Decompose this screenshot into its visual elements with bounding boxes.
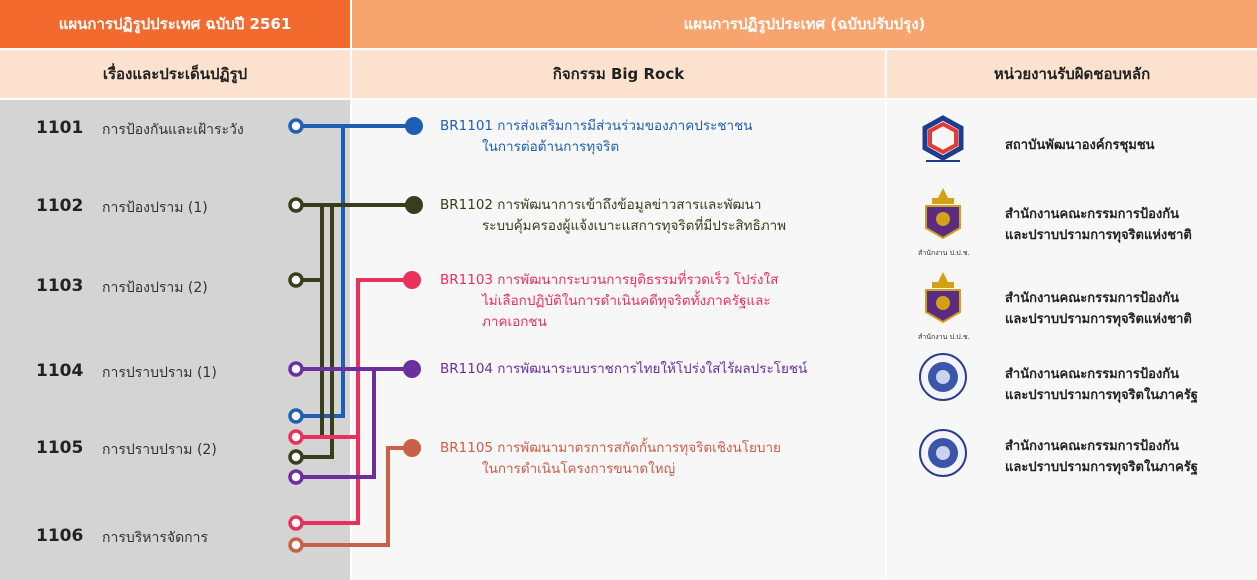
bigrock-line: ไม่เลือกปฏิบัติในการดำเนินคดีทุจริตทั้งภ…	[482, 293, 771, 309]
nacc-logo-caption: สำนักงาน ป.ป.ช.	[918, 249, 970, 257]
topic-label: การปราบปราม (1)	[102, 365, 217, 381]
topic-label: การบริหารจัดการ	[102, 530, 209, 546]
bigrock-line: ในการต่อต้านการทุจริต	[482, 139, 620, 155]
agency-line: และปราบปรามการทุจริตแห่งชาติ	[1005, 228, 1192, 243]
pacc-seal-icon	[919, 429, 967, 477]
bigrock-br1104: BR1104 การพัฒนาระบบราชการไทยให้โปร่งใสไร…	[440, 359, 807, 380]
agency-codi: สถาบันพัฒนาองค์กรชุมชน	[1005, 135, 1155, 156]
agency-line: สำนักงานคณะกรรมการป้องกัน	[1005, 439, 1179, 454]
agency-line: สำนักงานคณะกรรมการป้องกัน	[1005, 367, 1179, 382]
column-header-agency-label: หน่วยงานรับผิดชอบหลัก	[993, 65, 1151, 83]
topic-label: การป้องปราม (2)	[102, 280, 208, 296]
topic-label: การป้องปราม (1)	[102, 200, 208, 216]
agency-line: และปราบปรามการทุจริตในภาครัฐ	[1005, 460, 1198, 475]
connector-red-1105	[296, 278, 413, 439]
node-filled-br1105	[403, 439, 421, 457]
topic-label: การปราบปราม (2)	[102, 442, 217, 458]
node-open-1103-olive	[288, 272, 304, 288]
bigrock-line: ระบบคุ้มครองผู้แจ้งเบาะแสการทุจริตที่มีป…	[482, 218, 787, 234]
agency-nacc: สำนักงานคณะกรรมการป้องกัน และปราบปรามการ…	[1005, 204, 1192, 246]
column-header-topics: เรื่องและประเด็นปฏิรูป	[0, 50, 350, 98]
node-filled-br1104	[403, 360, 421, 378]
old-plan-header: แผนการปฏิรูปประเทศ ฉบับปี 2561	[0, 0, 350, 48]
topic-label: การป้องกันและเฝ้าระวัง	[102, 122, 244, 138]
node-open-1105-red	[288, 429, 304, 445]
agency-panel	[887, 100, 1257, 580]
bigrock-br1103: BR1103 การพัฒนากระบวนการยุติธรรมที่รวดเร…	[440, 270, 778, 333]
bigrock-line: ในการดำเนินโครงการขนาดใหญ่	[482, 461, 676, 477]
agency-pacc: สำนักงานคณะกรรมการป้องกัน และปราบปรามการ…	[1005, 436, 1198, 478]
node-filled-br1101	[405, 117, 423, 135]
node-open-1105-olive	[288, 449, 304, 465]
column-header-bigrock: กิจกรรม Big Rock	[352, 50, 885, 98]
revised-plan-header: แผนการปฏิรูปประเทศ (ฉบับปรับปรุง)	[352, 0, 1257, 48]
agency-line: สถาบันพัฒนาองค์กรชุมชน	[1005, 138, 1155, 153]
node-filled-br1103	[403, 271, 421, 289]
node-open-1105-blue	[288, 408, 304, 424]
agency-line: และปราบปรามการทุจริตแห่งชาติ	[1005, 312, 1192, 327]
node-filled-br1102	[405, 196, 423, 214]
agency-line: สำนักงานคณะกรรมการป้องกัน	[1005, 207, 1179, 222]
connector-blue-1105	[296, 126, 345, 418]
agency-line: สำนักงานคณะกรรมการป้องกัน	[1005, 291, 1179, 306]
topic-code: 1102	[36, 196, 84, 216]
node-open-1106-red	[288, 515, 304, 531]
bigrock-br1105: BR1105 การพัฒนามาตรการสกัดกั้นการทุจริตเ…	[440, 438, 781, 480]
agency-pacc: สำนักงานคณะกรรมการป้องกัน และปราบปรามการ…	[1005, 364, 1198, 406]
bigrock-line: BR1105 การพัฒนามาตรการสกัดกั้นการทุจริตเ…	[440, 440, 781, 456]
bigrock-line: BR1104 การพัฒนาระบบราชการไทยให้โปร่งใสไร…	[440, 361, 808, 377]
topic-code: 1101	[36, 118, 84, 138]
bigrock-line: BR1103 การพัฒนากระบวนการยุติธรรมที่รวดเร…	[440, 272, 779, 288]
old-plan-title: แผนการปฏิรูปประเทศ ฉบับปี 2561	[58, 15, 292, 33]
node-open-1105-purple	[288, 469, 304, 485]
nacc-logo-icon	[925, 188, 961, 240]
bigrock-line: BR1102 การพัฒนาการเข้าถึงข้อมูลข่าวสารแล…	[440, 197, 762, 213]
bigrock-br1101: BR1101 การส่งเสริมการมีส่วนร่วมของภาคประ…	[440, 116, 752, 158]
node-open-1102-olive	[288, 197, 304, 213]
topic-code: 1104	[36, 361, 84, 381]
node-open-1101-blue	[288, 118, 304, 134]
agency-nacc: สำนักงานคณะกรรมการป้องกัน และปราบปรามการ…	[1005, 288, 1192, 330]
bigrock-panel	[352, 100, 885, 580]
connector-purple-1105	[296, 369, 376, 479]
codi-logo-icon	[922, 115, 964, 162]
topic-code: 1106	[36, 526, 84, 546]
column-header-topics-label: เรื่องและประเด็นปฏิรูป	[102, 65, 248, 83]
nacc-logo-caption: สำนักงาน ป.ป.ช.	[918, 333, 970, 341]
bigrock-line: BR1101 การส่งเสริมการมีส่วนร่วมของภาคประ…	[440, 118, 753, 134]
agency-line: และปราบปรามการทุจริตในภาครัฐ	[1005, 388, 1198, 403]
connector-brick-1106	[296, 446, 412, 547]
bigrock-br1102: BR1102 การพัฒนาการเข้าถึงข้อมูลข่าวสารแล…	[440, 195, 786, 237]
column-header-agency: หน่วยงานรับผิดชอบหลัก	[887, 50, 1257, 98]
node-open-1104-purple	[288, 361, 304, 377]
topic-code: 1105	[36, 438, 84, 458]
column-header-bigrock-label: กิจกรรม Big Rock	[552, 65, 685, 83]
bigrock-line: ภาคเอกชน	[482, 314, 547, 330]
revised-plan-title: แผนการปฏิรูปประเทศ (ฉบับปรับปรุง)	[683, 15, 926, 33]
topics-panel	[0, 100, 350, 580]
nacc-logo-icon	[925, 272, 961, 324]
connector-olive-1105	[296, 205, 334, 459]
connector-red-1106	[296, 437, 360, 525]
node-open-1106-brick	[288, 537, 304, 553]
pacc-seal-icon	[919, 353, 967, 401]
topic-code: 1103	[36, 276, 84, 296]
